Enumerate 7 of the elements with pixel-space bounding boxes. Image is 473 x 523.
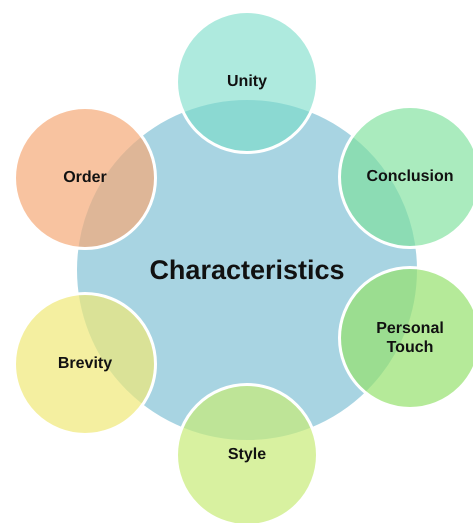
circle-label: Order [63, 168, 107, 188]
circle-label: Unity [227, 72, 267, 92]
circle-label: Brevity [58, 354, 112, 374]
circle-label: Style [228, 445, 266, 465]
circle-label: Conclusion [366, 167, 454, 187]
circle-label: Personal Touch [375, 318, 445, 358]
center-label: Characteristics [149, 254, 345, 286]
